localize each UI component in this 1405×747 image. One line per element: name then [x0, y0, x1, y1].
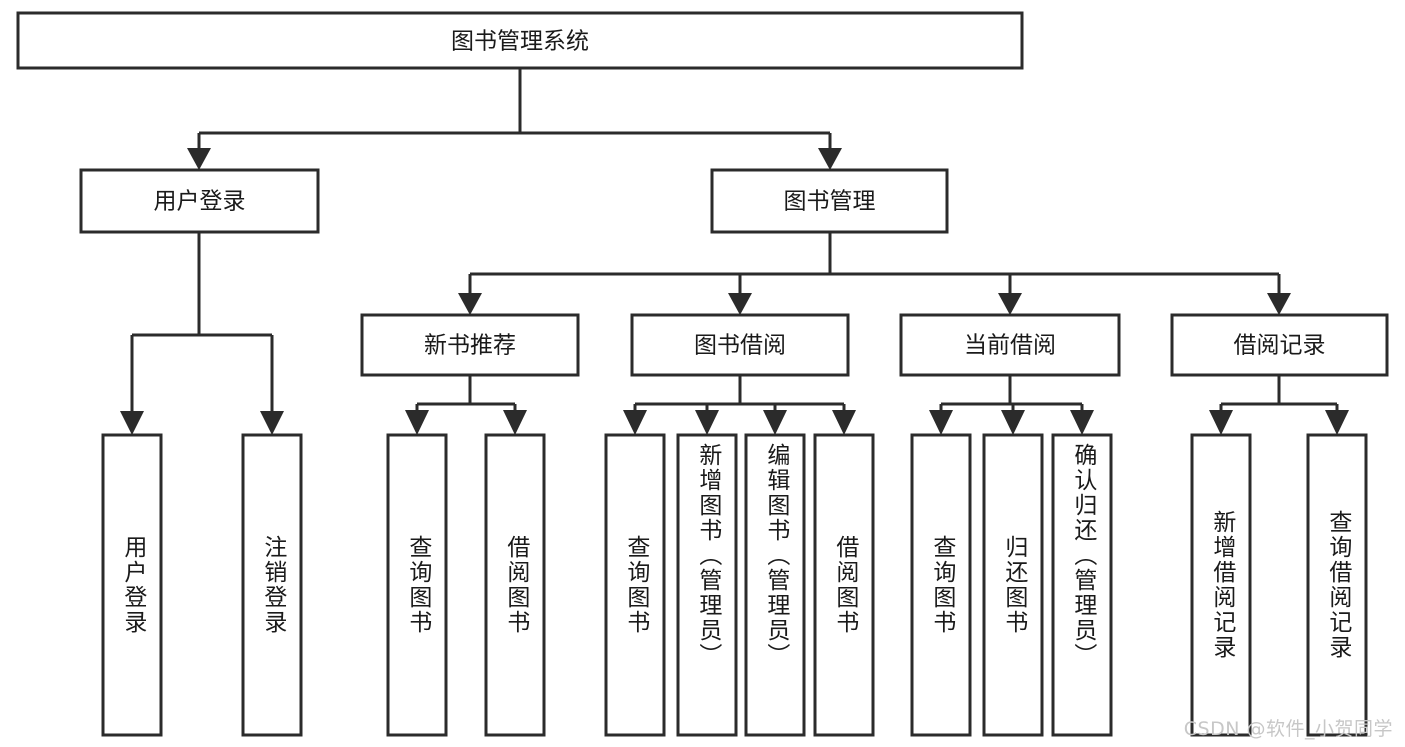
node-layer: 图书管理系统 用户登录 图书管理 新书推荐 图书借阅 当前借阅 借阅记录: [16, 11, 1389, 737]
node-leaf-add-record[interactable]: [1190, 433, 1252, 737]
arrow-head-leaf-add-book: [695, 410, 719, 435]
arrow-head-leaf-confirm-return: [1070, 410, 1094, 435]
arrow-head-leaf-query-book-2: [623, 410, 647, 435]
node-root-system-label: 图书管理系统: [451, 29, 589, 55]
node-leaf-confirm-return[interactable]: [1051, 433, 1113, 737]
node-leaf-query-book-3[interactable]: [910, 433, 972, 737]
node-user-login-label: 用户登录: [154, 189, 246, 215]
node-leaf-borrow-book-1[interactable]: [484, 433, 546, 737]
node-borrow-record[interactable]: [1170, 313, 1389, 377]
arrow-head-newbook: [458, 293, 482, 315]
node-leaf-query-book-2[interactable]: [604, 433, 666, 737]
node-book-manage[interactable]: [710, 168, 949, 234]
node-current-borrow-label: 当前借阅: [964, 333, 1056, 359]
node-user-login[interactable]: [79, 168, 320, 234]
connector-layer: [120, 68, 1349, 435]
arrow-head-leaf-edit-book: [763, 410, 787, 435]
node-current-borrow[interactable]: [899, 313, 1121, 377]
node-leaf-return-book[interactable]: [982, 433, 1044, 737]
arrow-head-leaf-logout: [260, 411, 284, 435]
arrow-head-current: [998, 293, 1022, 315]
arrow-head-leaf-add-record: [1209, 410, 1233, 435]
arrow-head-leaf-return-book: [1001, 410, 1025, 435]
node-book-manage-label: 图书管理: [784, 189, 876, 215]
node-leaf-edit-book[interactable]: [744, 433, 806, 737]
node-book-borrow[interactable]: [630, 313, 850, 377]
node-leaf-query-record[interactable]: [1306, 433, 1368, 737]
node-new-book-rec[interactable]: [360, 313, 580, 377]
node-book-borrow-label: 图书借阅: [694, 333, 786, 359]
arrow-head-record: [1267, 293, 1291, 315]
node-leaf-logout[interactable]: [241, 433, 303, 737]
arrow-head-leaf-query-record: [1325, 410, 1349, 435]
node-leaf-add-book[interactable]: [676, 433, 738, 737]
arrow-head-user-login: [187, 148, 211, 170]
node-borrow-record-label: 借阅记录: [1234, 333, 1326, 359]
node-leaf-query-book-1[interactable]: [386, 433, 448, 737]
arrow-head-leaf-borrow-book-2: [832, 410, 856, 435]
arrow-head-leaf-query-book-3: [929, 410, 953, 435]
node-leaf-borrow-book-2[interactable]: [813, 433, 875, 737]
arrow-head-leaf-user-login: [120, 411, 144, 435]
arrow-head-book-manage: [818, 148, 842, 170]
arrow-head-leaf-query-book-1: [405, 410, 429, 435]
arrow-head-leaf-borrow-book-1: [503, 410, 527, 435]
arrow-head-borrow: [728, 293, 752, 315]
node-root-system[interactable]: [16, 11, 1024, 70]
node-new-book-rec-label: 新书推荐: [424, 333, 516, 359]
node-leaf-user-login[interactable]: [101, 433, 163, 737]
csdn-watermark: CSDN @软件_小贺同学: [1183, 718, 1393, 740]
